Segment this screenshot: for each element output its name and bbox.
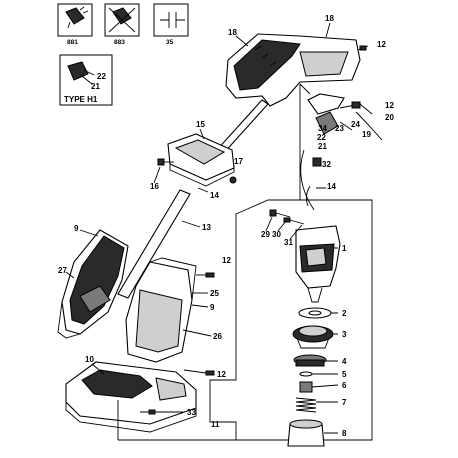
label-7: 7 [342, 398, 347, 407]
label-22a: 22 [317, 133, 326, 142]
label-11: 11 [211, 420, 220, 429]
icon-code-883: 883 [114, 39, 125, 46]
label-6: 6 [342, 381, 347, 390]
label-3: 3 [342, 330, 347, 339]
label-9a: 9 [74, 224, 79, 233]
label-13: 13 [202, 223, 211, 232]
label-30: 30 [272, 230, 281, 239]
label-33: 33 [187, 408, 196, 417]
rear-handle [225, 33, 361, 107]
label-12b: 12 [385, 101, 394, 110]
auxiliary-handle [167, 133, 235, 187]
label-4: 4 [342, 357, 347, 366]
label-21a: 21 [318, 142, 327, 151]
label-18b: 18 [325, 14, 334, 23]
label-17: 17 [234, 157, 243, 166]
label-10: 10 [85, 355, 94, 364]
label-12a: 12 [377, 40, 386, 49]
switch-detail [299, 83, 383, 211]
label-21b: 21 [91, 82, 100, 91]
label-29: 29 [261, 230, 270, 239]
label-12c: 12 [222, 256, 231, 265]
label-14b: 14 [327, 182, 336, 191]
label-9b: 9 [210, 303, 215, 312]
housing-right-half [125, 257, 197, 363]
label-25: 25 [210, 289, 219, 298]
label-12d: 12 [217, 370, 226, 379]
label-14a: 14 [210, 191, 219, 200]
label-2: 2 [342, 309, 347, 318]
type-h1-box: 22 21 TYPE H1 [59, 54, 113, 106]
label-19: 19 [362, 130, 371, 139]
legend-881: 881 [57, 3, 93, 46]
label-31: 31 [284, 238, 293, 247]
label-1: 1 [342, 244, 347, 253]
label-8: 8 [342, 429, 347, 438]
label-18a: 18 [228, 28, 237, 37]
icon-code-881: 881 [67, 39, 78, 46]
label-22b: 22 [97, 72, 106, 81]
label-23: 23 [335, 124, 344, 133]
label-32: 32 [322, 160, 331, 169]
label-34: 34 [318, 124, 327, 133]
label-27: 27 [58, 266, 67, 275]
label-16: 16 [150, 182, 159, 191]
type-h1-label: TYPE H1 [64, 95, 98, 104]
motor-assembly [269, 209, 341, 447]
legend-35: 35 [153, 3, 189, 46]
label-5: 5 [342, 370, 347, 379]
icon-code-35: 35 [166, 39, 174, 46]
housing-left-half [57, 229, 129, 339]
guard [65, 361, 197, 433]
label-26: 26 [213, 332, 222, 341]
label-24: 24 [351, 120, 360, 129]
label-20: 20 [385, 113, 394, 122]
label-15: 15 [196, 120, 205, 129]
legend-883: 883 [104, 3, 140, 46]
